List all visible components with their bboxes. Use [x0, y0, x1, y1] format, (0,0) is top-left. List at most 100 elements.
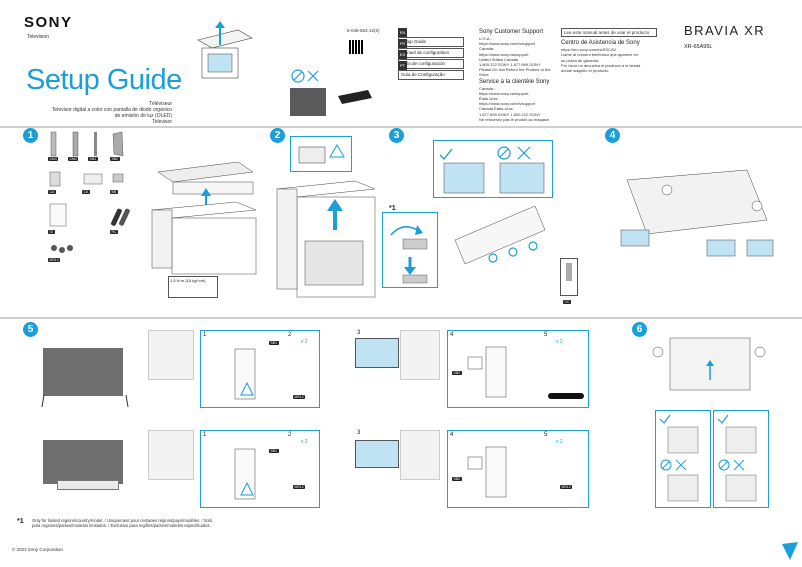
substep-number: 3: [357, 430, 361, 436]
step-number-4: 4: [605, 128, 620, 143]
lang-code: FR: [398, 39, 407, 48]
tv-corner-view: [148, 330, 194, 380]
part-label: OI: [48, 230, 55, 234]
step-number-3: 3: [389, 128, 404, 143]
tv-back-illustration: [454, 205, 546, 265]
screw-count: x 2: [301, 439, 308, 445]
part-number: 5-045-653-12(2): [347, 28, 380, 33]
footnote-line: Only for limited regions/country/model. …: [32, 518, 213, 523]
copyright: © 2023 Sony Corporation: [12, 547, 63, 552]
tv-panel-large: [43, 348, 123, 396]
check-cross-icons: [717, 414, 757, 502]
support-line: États-Unis :: [479, 96, 500, 102]
manual-notice: Lea este manual antes de usar el product…: [561, 28, 657, 38]
stand-block-illustration: [355, 338, 399, 368]
manual-line: Llame al número telefónico que aparece e…: [561, 52, 638, 58]
box-lift-illustration: [276, 180, 376, 298]
people-lifting-tv-illustration: [620, 169, 774, 257]
footnote-marker: *1: [17, 518, 24, 525]
part-label: MS12: [560, 485, 573, 489]
stand-attach-illustration: [234, 448, 256, 500]
cable-holder-icon: [72, 131, 79, 157]
product-type: Television: [27, 34, 49, 40]
support-link-ca[interactable]: https://www.sony.ca/support: [479, 51, 529, 57]
footnote: Only for limited regions/country/model. …: [32, 518, 292, 528]
manual-icon: [49, 203, 67, 227]
footnote-line: para regiones/países/modelos limitados. …: [32, 523, 211, 529]
lang-label: Guia de Configuração: [398, 70, 464, 80]
subtitle-line-1: Téléviseur: [148, 101, 172, 107]
part-label: SB2: [452, 371, 462, 375]
support-link-us[interactable]: https://www.sony.com/tvsupport: [479, 41, 535, 47]
page-title: Setup Guide: [26, 64, 182, 96]
manual-link[interactable]: https://mx.sony.com/es/SSCAV: [561, 47, 616, 53]
tv-corner-view: [400, 430, 440, 480]
stand-attach-illustration: [467, 446, 507, 498]
lang-code: ES: [398, 50, 407, 59]
step-number-5: 5: [23, 322, 38, 337]
part-label: RC: [110, 230, 119, 234]
block-icon: [112, 173, 124, 183]
remote-icon: [111, 208, 130, 226]
people-standing-tv-illustration: [652, 337, 766, 391]
support-line: Canada États-Unis: [479, 106, 513, 112]
cable-cover-part: CC: [560, 258, 578, 304]
screws-icon: [51, 245, 73, 253]
lang-es: ESGuía de configuración: [398, 50, 472, 69]
step6-correct-box: [655, 410, 711, 508]
tv-panel-low: [43, 440, 123, 484]
tv-low-stand: [57, 480, 119, 490]
part-label: BB: [110, 190, 118, 194]
part-label: CA: [48, 190, 56, 194]
support-line: United States Canada: [479, 56, 519, 62]
step-number-2: 2: [270, 128, 285, 143]
divider: [0, 126, 802, 128]
part-label: CA: [82, 190, 90, 194]
support-line: Canada:: [479, 46, 495, 52]
lang-pt: PTGuia de Configuração: [398, 61, 472, 80]
part-label: CM2: [68, 157, 79, 161]
tv-corner-view: [148, 430, 194, 480]
part-label: MS12: [293, 485, 306, 489]
caution-icon: [298, 144, 345, 164]
support-link-ca-fr[interactable]: https://www.sony.ca/support: [479, 90, 529, 96]
brand-logo: SONY: [24, 14, 73, 31]
support-line: Ne retournez pas le produit au magasin: [479, 116, 550, 122]
support-line: Please Do Not Return the Product to the …: [479, 67, 551, 78]
part-label: MS12: [293, 395, 306, 399]
step6-incorrect-box: [713, 410, 769, 508]
step5-row2-substep-4-5: 4 5 x 2 SB2 MS12: [447, 430, 589, 508]
part-label: CC: [563, 300, 572, 304]
qr-code[interactable]: [349, 40, 363, 54]
torque-note: 1.5 N·m {15 kgf·cm}: [168, 276, 218, 298]
support-title: Sony Customer Support: [479, 29, 544, 35]
step5-row1-substep-1-2: 1 2 SB1 x 2 MS12: [200, 330, 320, 408]
part-label: SB1: [88, 157, 98, 161]
subtitle-line-3: de emisión de luz (OLED): [114, 113, 172, 119]
part-label: SB2: [452, 477, 462, 481]
support-link-us-fr[interactable]: https://www.sony.com/tvsupport: [479, 101, 535, 107]
screw-count: x 2: [556, 439, 563, 445]
substep-number: 4: [450, 432, 454, 438]
check-cross-icons: [659, 414, 699, 502]
subtitle-line-4: Televisor: [152, 119, 172, 125]
cable-cover-icon: [566, 263, 572, 281]
part-label: MS12: [48, 258, 61, 262]
stand-attach-illustration: [234, 348, 256, 400]
tv-stand-legs: [41, 395, 129, 408]
step2-detail-box: [290, 136, 352, 172]
substep-number: 5: [544, 332, 548, 338]
step3-detail-box: [433, 140, 553, 198]
lang-fr: FRManuel de configuration: [398, 39, 472, 58]
box-open-illustration: [151, 161, 257, 275]
divider: [0, 317, 802, 319]
footnote-marker: *1: [389, 205, 396, 212]
caution-illustration: [290, 69, 372, 116]
support-title-fr: Service à la clientèle Sony: [479, 78, 550, 85]
part-label: SB2: [110, 157, 120, 161]
manual-line: donde adquirió el producto.: [561, 68, 610, 74]
lang-code: PT: [398, 61, 407, 70]
lang-code: EN: [398, 28, 407, 37]
part-label: SB1: [269, 341, 279, 345]
recycle-mark-icon: [782, 542, 798, 560]
